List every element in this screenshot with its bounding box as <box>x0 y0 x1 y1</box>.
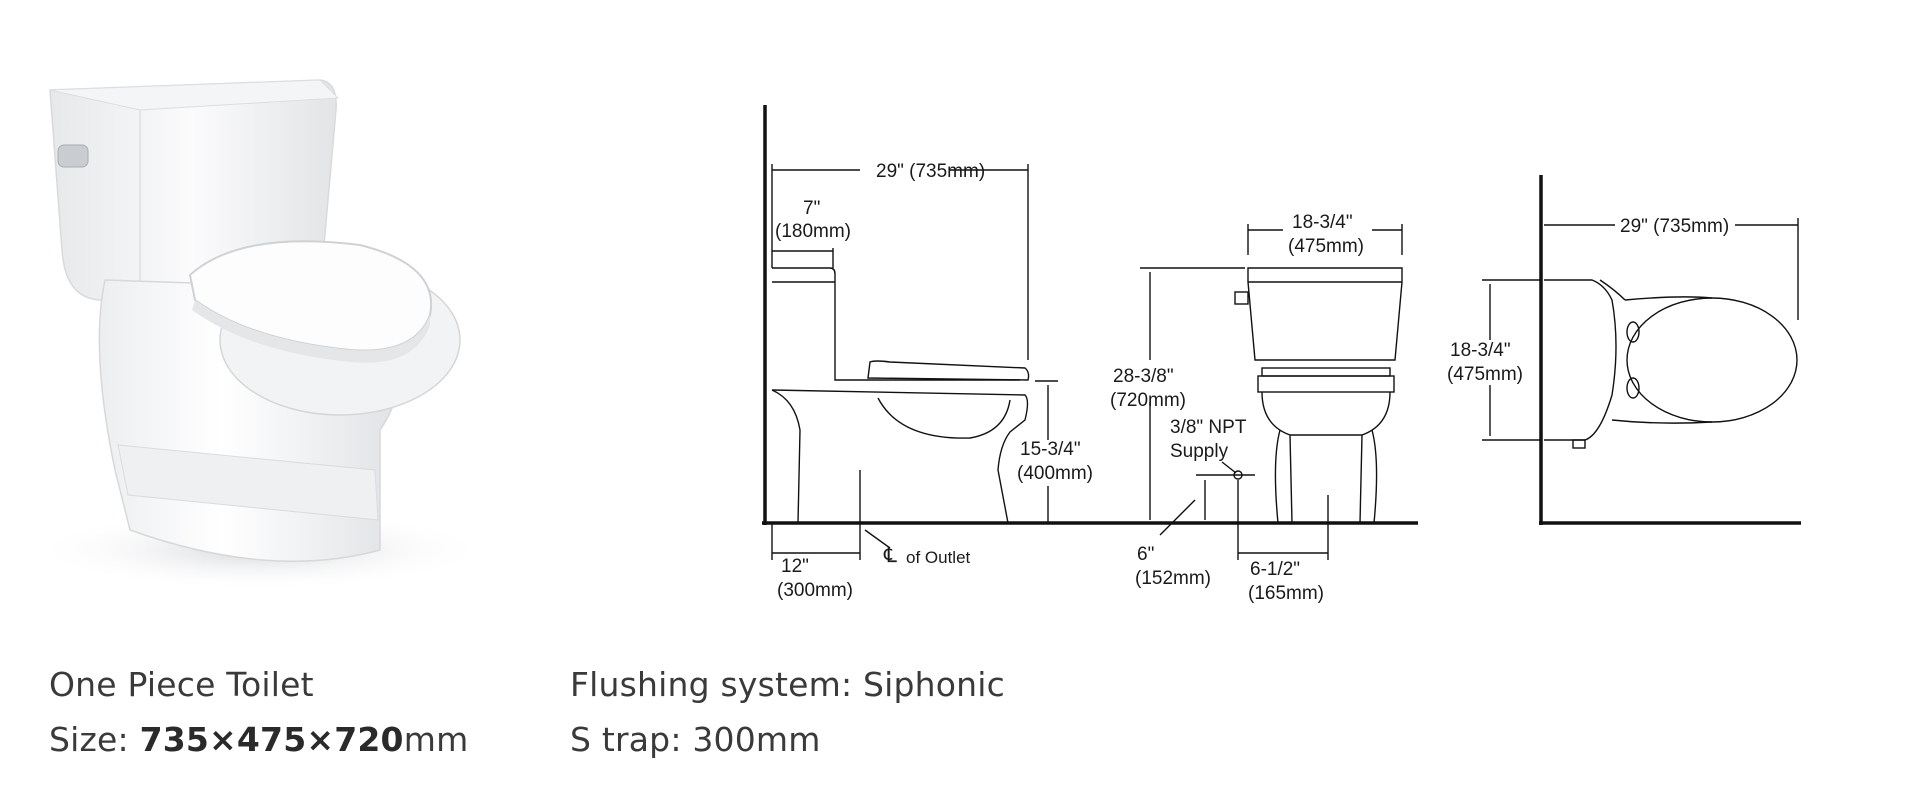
seat-height-mm-label: (400mm) <box>1017 463 1093 484</box>
centerline-icon: ℄ <box>883 545 897 567</box>
size-spec: Size: 735×475×720mm <box>49 720 468 759</box>
toilet-product-photo <box>30 79 490 590</box>
tank-depth-in-label: 7" <box>803 198 820 219</box>
supply-label-line2: Supply <box>1170 441 1229 462</box>
overall-length-label: 29" (735mm) <box>876 161 985 182</box>
top-width-mm-label: (475mm) <box>1447 364 1523 385</box>
product-name: One Piece Toilet <box>49 665 314 704</box>
supply-height-in-label: 6" <box>1137 544 1154 565</box>
side-view-seat <box>867 360 1030 381</box>
supply-height-mm-label: (152mm) <box>1135 568 1211 589</box>
side-view-body <box>771 389 1029 524</box>
flushing-spec: Flushing system: Siphonic <box>570 665 1005 704</box>
size-unit: mm <box>403 720 469 759</box>
top-view-tank <box>1544 279 1617 441</box>
tank-depth-mm-label: (180mm) <box>775 221 851 242</box>
rough-in-in-label: 12" <box>781 556 809 577</box>
trap-spec: S trap: 300mm <box>570 720 821 759</box>
overall-height-in-label: 28-3/8" <box>1113 366 1174 387</box>
outlet-label: of Outlet <box>906 548 971 567</box>
supply-offset-mm-label: (165mm) <box>1248 583 1324 604</box>
supply-offset-in-label: 6-1/2" <box>1250 559 1300 580</box>
size-label: Size: <box>49 720 140 759</box>
supply-label-line1: 3/8" NPT <box>1170 417 1247 438</box>
overall-width-mm-label: (475mm) <box>1288 236 1364 257</box>
overall-height-mm-label: (720mm) <box>1110 390 1186 411</box>
seat-height-in-label: 15-3/4" <box>1020 439 1081 460</box>
rough-in-mm-label: (300mm) <box>777 580 853 601</box>
side-view-tank <box>772 267 1020 381</box>
top-length-label: 29" (735mm) <box>1620 216 1729 237</box>
top-width-in-label: 18-3/4" <box>1450 340 1511 361</box>
front-view-bowl <box>1261 391 1391 436</box>
front-view-seat <box>1261 367 1391 377</box>
size-value: 735×475×720 <box>139 720 404 759</box>
top-view-seat <box>1626 297 1798 423</box>
overall-width-in-label: 18-3/4" <box>1292 212 1353 233</box>
